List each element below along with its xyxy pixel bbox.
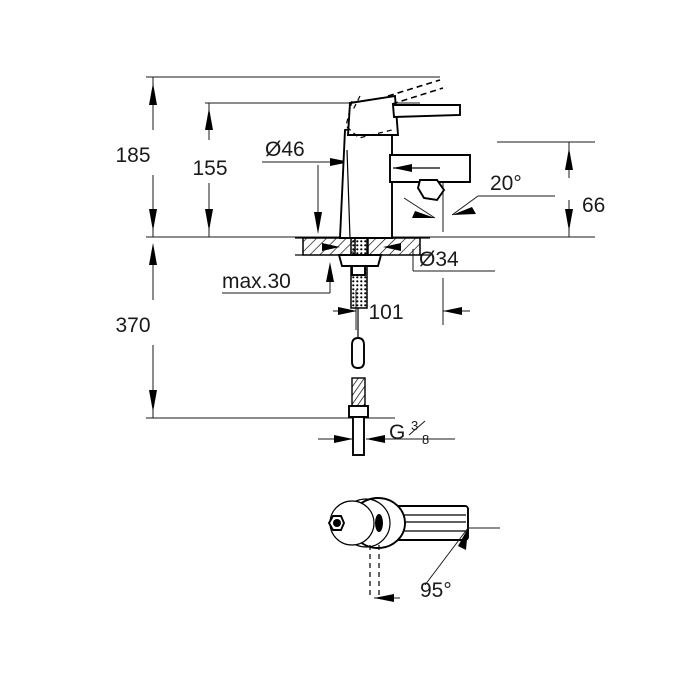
dimension-g38: G 3 8 <box>318 418 455 447</box>
supply-olive <box>351 337 365 369</box>
faucet-shank <box>337 237 383 309</box>
dim-label-d46: Ø46 <box>265 138 305 161</box>
supply-tube-lower <box>352 416 365 456</box>
aerator-tip <box>416 179 446 202</box>
plan-rear-dot <box>333 519 341 527</box>
dim-185-arrow-top <box>149 83 157 105</box>
dim-d46-arrow <box>330 158 350 166</box>
front-elevation-view: 185 155 370 Ø46 <box>115 76 605 456</box>
dim-66-arrow-bottom <box>565 209 573 231</box>
dim-max30-arrow <box>326 262 334 282</box>
dim-g38-arrow-right <box>366 435 385 443</box>
dimension-20deg: 20° <box>403 172 555 232</box>
dim-101-arrow-right <box>443 307 462 315</box>
dimension-370: 370 <box>115 243 157 418</box>
dim-label-185: 185 <box>115 144 150 167</box>
lever-handle <box>345 79 461 139</box>
dim-label-370: 370 <box>115 314 150 337</box>
dimension-66: 66 <box>565 142 605 237</box>
dim-370-arrow-bottom <box>149 390 157 412</box>
dim-g38-fraction-bar <box>408 420 426 436</box>
dim-101-arrow-left <box>338 307 357 315</box>
dim-label-g38-den: 8 <box>422 432 429 447</box>
dim-95deg-arrow-lower <box>374 594 394 602</box>
deck-arrow-left <box>322 243 340 251</box>
dim-label-g38-num: 3 <box>411 418 418 433</box>
dim-label-max30: max.30 <box>222 270 291 293</box>
spout-arrow <box>393 164 412 172</box>
supply-line <box>348 308 369 456</box>
lever-handle-dashed-up-1 <box>387 79 441 97</box>
dim-d46-arrow-down <box>314 212 322 234</box>
dimension-max30: max.30 <box>222 262 334 294</box>
dim-95deg-leader-upper <box>424 527 469 586</box>
dim-185-arrow-bottom <box>149 209 157 231</box>
dim-label-20deg: 20° <box>490 172 522 195</box>
lever-handle-block <box>346 94 400 136</box>
lever-handle-dashed-tick <box>351 95 361 113</box>
plan-center-slot <box>375 514 383 532</box>
dimension-185: 185 <box>115 77 157 237</box>
dimension-155: 155 <box>192 103 228 237</box>
dim-20deg-arrow-2 <box>412 211 435 218</box>
lever-handle-bar <box>391 104 461 118</box>
dim-20deg-arrow <box>452 207 476 215</box>
shank-washer <box>337 254 383 267</box>
top-plan-view: 95° <box>327 497 500 602</box>
lever-handle-dashed-up-2 <box>391 87 444 105</box>
supply-braided <box>351 377 366 407</box>
dimension-101: 101 <box>333 278 470 330</box>
dim-155-arrow-bottom <box>205 209 213 231</box>
deck-section <box>295 237 430 256</box>
shank-nut <box>351 265 366 276</box>
plan-rear <box>327 500 375 546</box>
dim-label-d34: Ø34 <box>419 248 459 271</box>
dim-95deg-arrow-upper <box>458 528 468 550</box>
deck-arrow-right <box>383 243 401 251</box>
dim-label-95deg: 95° <box>420 579 452 602</box>
dim-label-101: 101 <box>368 301 403 324</box>
dimension-d46: Ø46 <box>262 138 350 234</box>
faucet-body <box>339 120 393 239</box>
dim-label-155: 155 <box>192 157 227 180</box>
dim-370-arrow-top <box>149 243 157 265</box>
faucet-spout <box>389 154 471 202</box>
plan-swivel-dashed <box>369 545 380 598</box>
dimension-d34: Ø34 <box>412 248 495 272</box>
dim-20deg-leader-2 <box>403 197 436 219</box>
dim-66-arrow-top <box>565 148 573 170</box>
supply-coupling-nut <box>348 405 369 418</box>
plan-handle-bar <box>389 505 469 541</box>
dim-g38-arrow-left <box>334 435 353 443</box>
dimension-95deg: 95° <box>374 527 500 602</box>
dim-label-66: 66 <box>582 194 605 217</box>
dim-label-g38: G <box>389 421 405 444</box>
dim-20deg-leader <box>451 195 479 216</box>
faucet-body-inner-line <box>346 149 351 239</box>
lever-handle-dashed-outline <box>345 100 393 139</box>
dim-155-arrow-top <box>205 108 213 130</box>
